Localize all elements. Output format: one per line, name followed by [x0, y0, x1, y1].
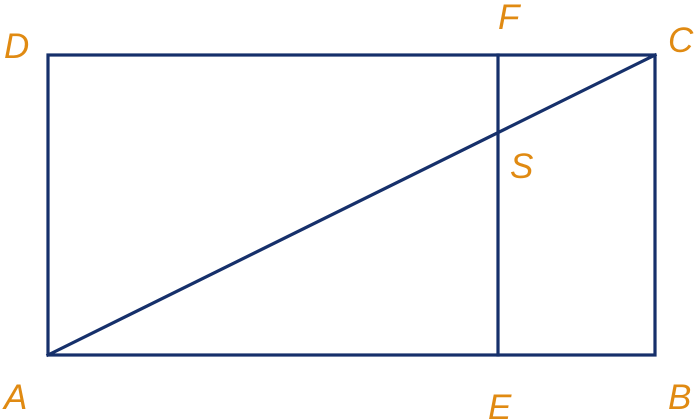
label-s: S — [510, 147, 533, 186]
label-d: D — [4, 27, 29, 66]
label-f: F — [498, 0, 522, 37]
label-e: E — [488, 388, 512, 420]
diagonal-ac — [45, 52, 658, 358]
rectangle-abcd — [46, 53, 657, 357]
label-a: A — [2, 378, 27, 417]
label-c: C — [668, 21, 694, 60]
label-b: B — [668, 378, 691, 417]
